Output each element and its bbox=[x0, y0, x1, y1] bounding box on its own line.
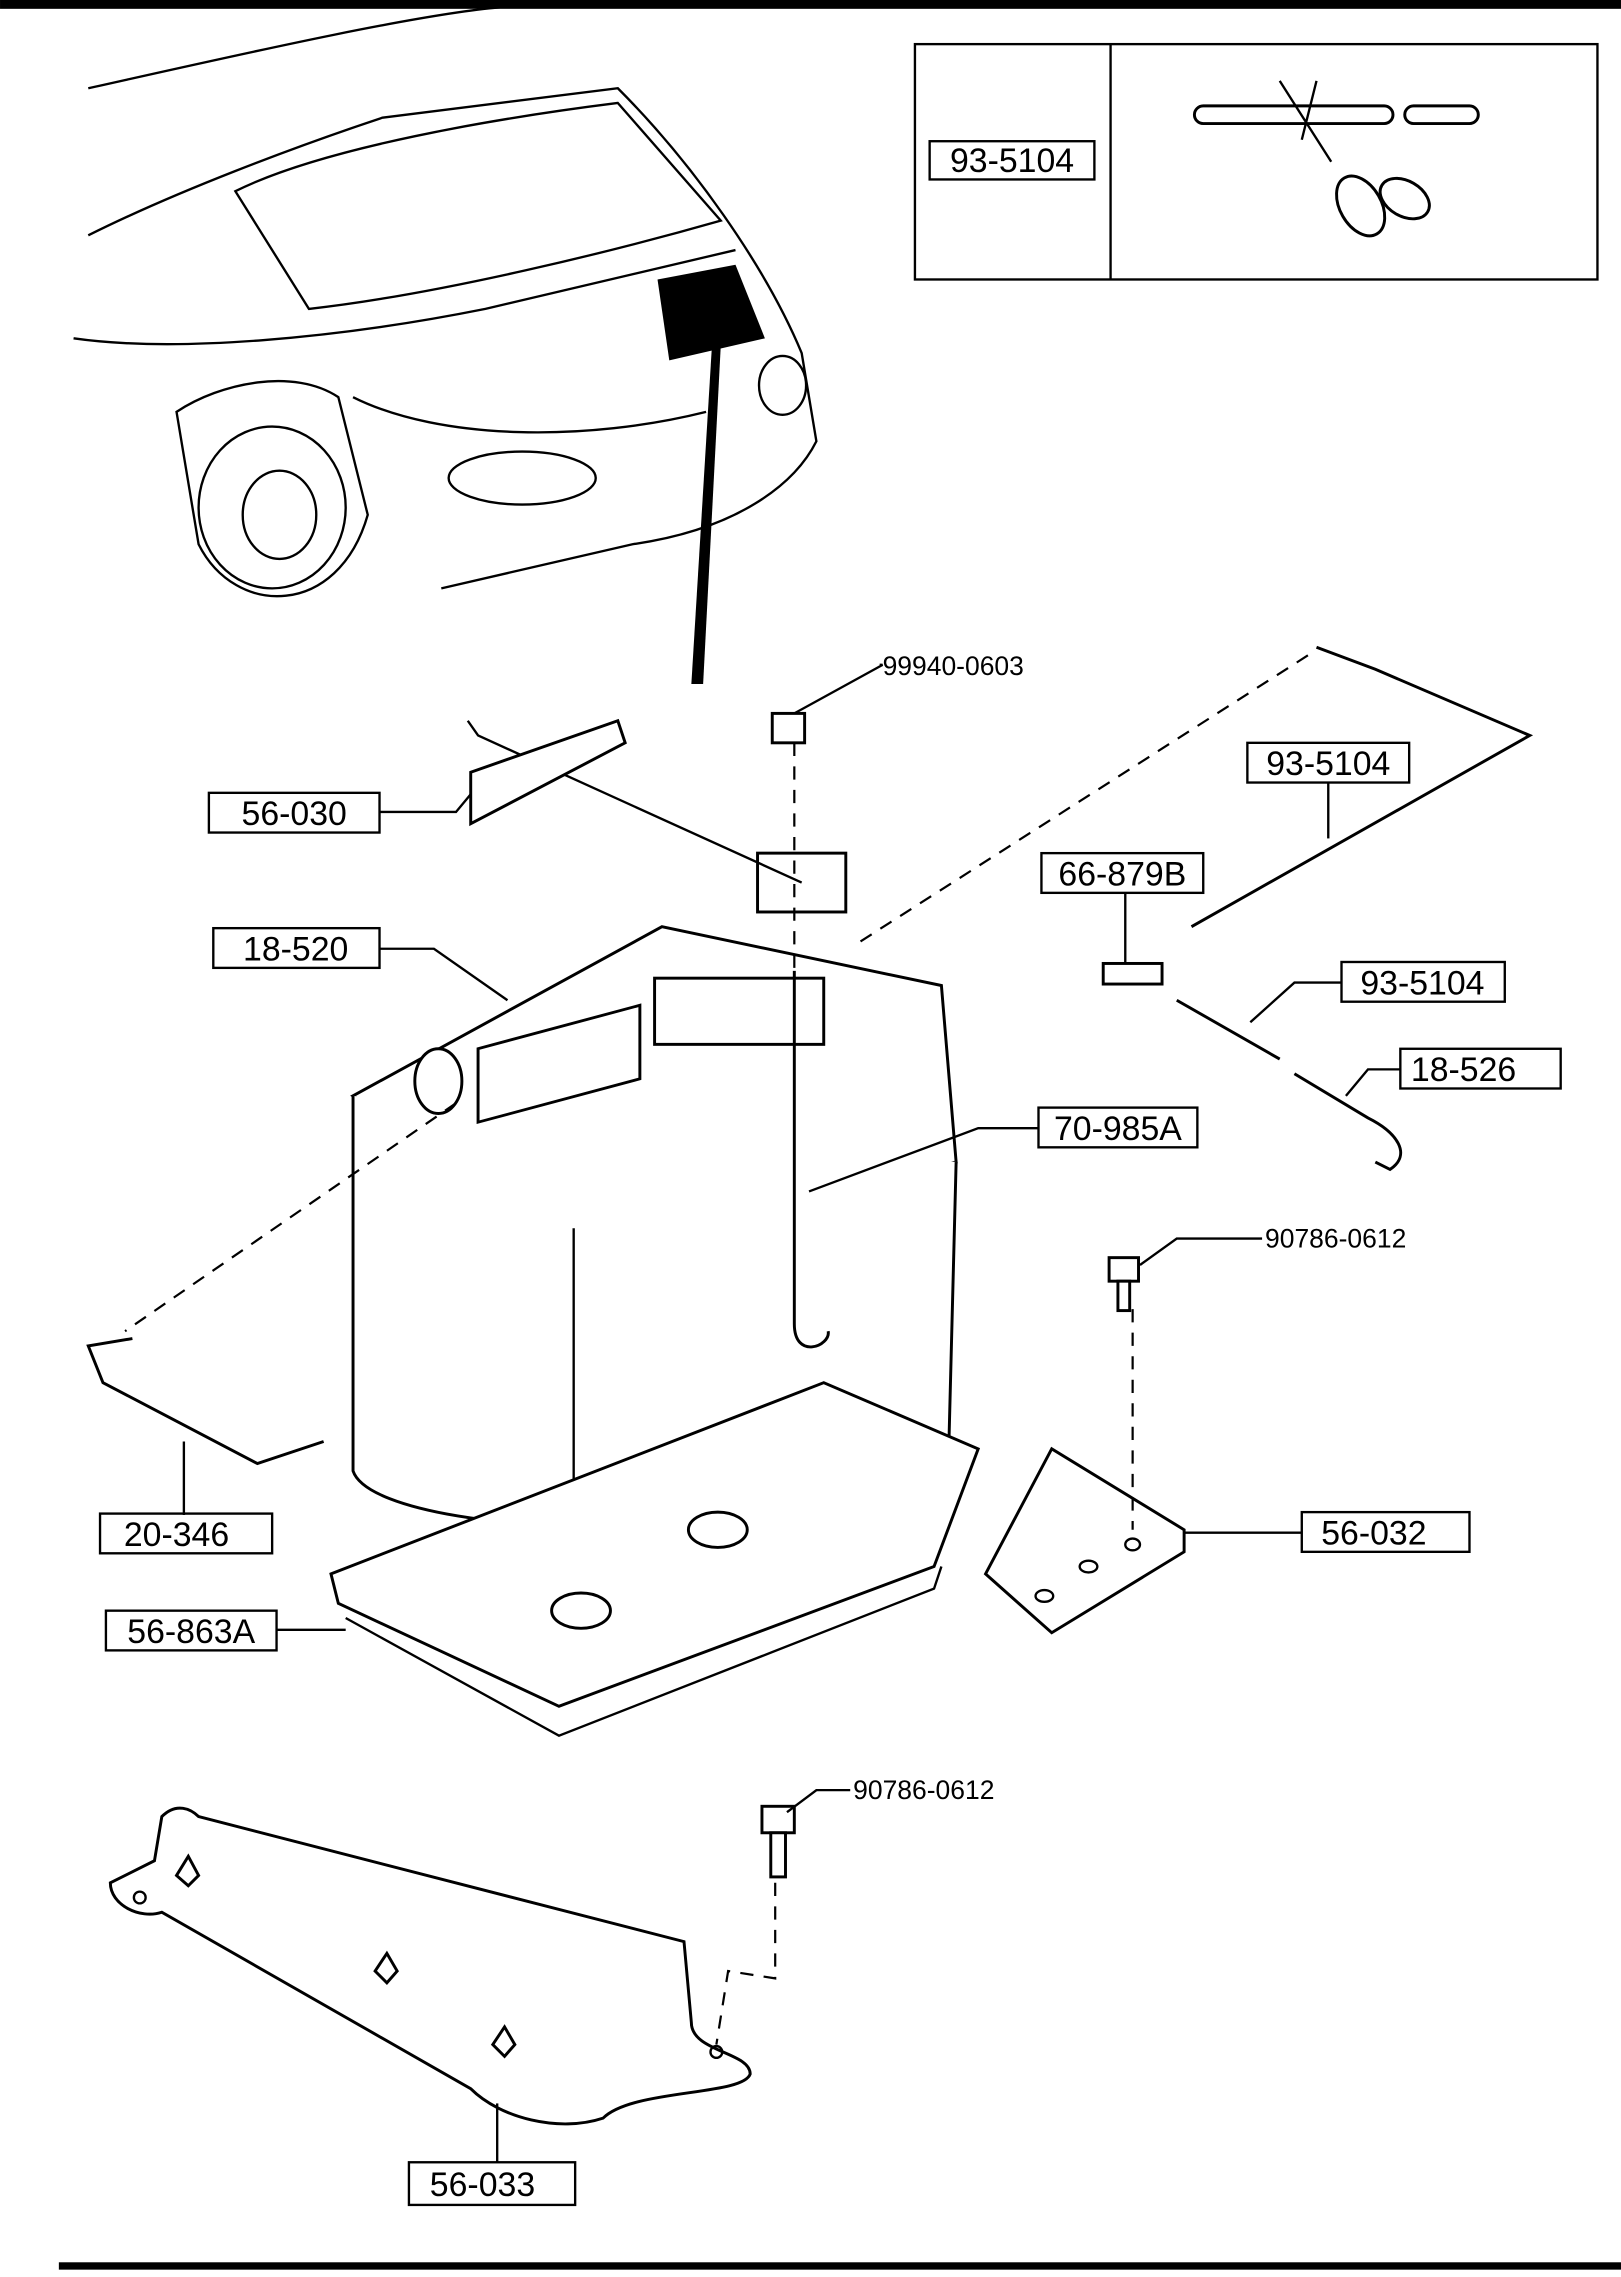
callout: 56-863A bbox=[104, 1609, 278, 1652]
callout: 20-346 bbox=[98, 1512, 274, 1555]
callout: 18-520 bbox=[212, 926, 381, 970]
callout-90786-0612-upper: 90786-0612 bbox=[1265, 1223, 1406, 1253]
callout-93-5104: 93-5104 bbox=[1266, 745, 1390, 783]
battery-tray bbox=[329, 1381, 981, 1737]
callout: 93-5104 bbox=[1340, 960, 1506, 1003]
breather-hoses bbox=[86, 645, 1534, 1466]
bracket bbox=[983, 1446, 1186, 1635]
bolt-upper bbox=[1107, 1256, 1140, 1313]
callout-20-346: 20-346 bbox=[124, 1516, 229, 1554]
callout-18-526: 18-526 bbox=[1411, 1051, 1516, 1089]
top-rule bbox=[0, 0, 1621, 9]
callout-56-863A: 56-863A bbox=[127, 1613, 255, 1651]
callout-18-520: 18-520 bbox=[243, 931, 348, 969]
assembly-lines bbox=[124, 653, 1310, 2045]
inset-label: 93-5104 bbox=[950, 142, 1074, 180]
callout: 93-5104 bbox=[1246, 741, 1411, 784]
callout-56-033: 56-033 bbox=[430, 2166, 535, 2204]
bottom-rule bbox=[58, 2262, 1621, 2270]
callout-70-985A: 70-985A bbox=[1054, 1110, 1182, 1148]
inset-box: 93-5104 bbox=[913, 42, 1599, 281]
callout: 90786-0612 bbox=[853, 1775, 994, 1805]
pointer-arrow bbox=[691, 345, 721, 684]
hold-down-rod bbox=[466, 718, 830, 1349]
callout: 66-879B bbox=[1040, 851, 1205, 895]
lower-bracket bbox=[108, 1806, 752, 2126]
callout: 56-030 bbox=[207, 791, 381, 834]
callout-90786-0612-lower: 90786-0612 bbox=[853, 1775, 994, 1805]
callout-56-030: 56-030 bbox=[242, 795, 347, 833]
callout: 90786-0612 bbox=[1265, 1223, 1406, 1253]
callout: 56-032 bbox=[1300, 1510, 1471, 1554]
callout: 56-033 bbox=[407, 2161, 577, 2207]
callout: 70-985A bbox=[1037, 1106, 1199, 1149]
callout-99940-0603: 99940-0603 bbox=[883, 651, 1024, 681]
battery-location-marker bbox=[657, 264, 765, 361]
t-joint bbox=[1101, 961, 1164, 986]
callout: 99940-0603 bbox=[883, 651, 1024, 681]
leader-lines bbox=[182, 663, 1401, 2163]
car-illustration bbox=[73, 6, 818, 598]
callout-93-5104-short: 93-5104 bbox=[1360, 964, 1484, 1002]
callout-56-032: 56-032 bbox=[1321, 1514, 1426, 1552]
callout: 18-526 bbox=[1399, 1047, 1562, 1090]
bolt-lower bbox=[760, 1804, 796, 1879]
nut bbox=[770, 711, 807, 745]
callout-66-879B: 66-879B bbox=[1058, 856, 1186, 894]
scissors-hose-icon bbox=[1192, 80, 1480, 238]
